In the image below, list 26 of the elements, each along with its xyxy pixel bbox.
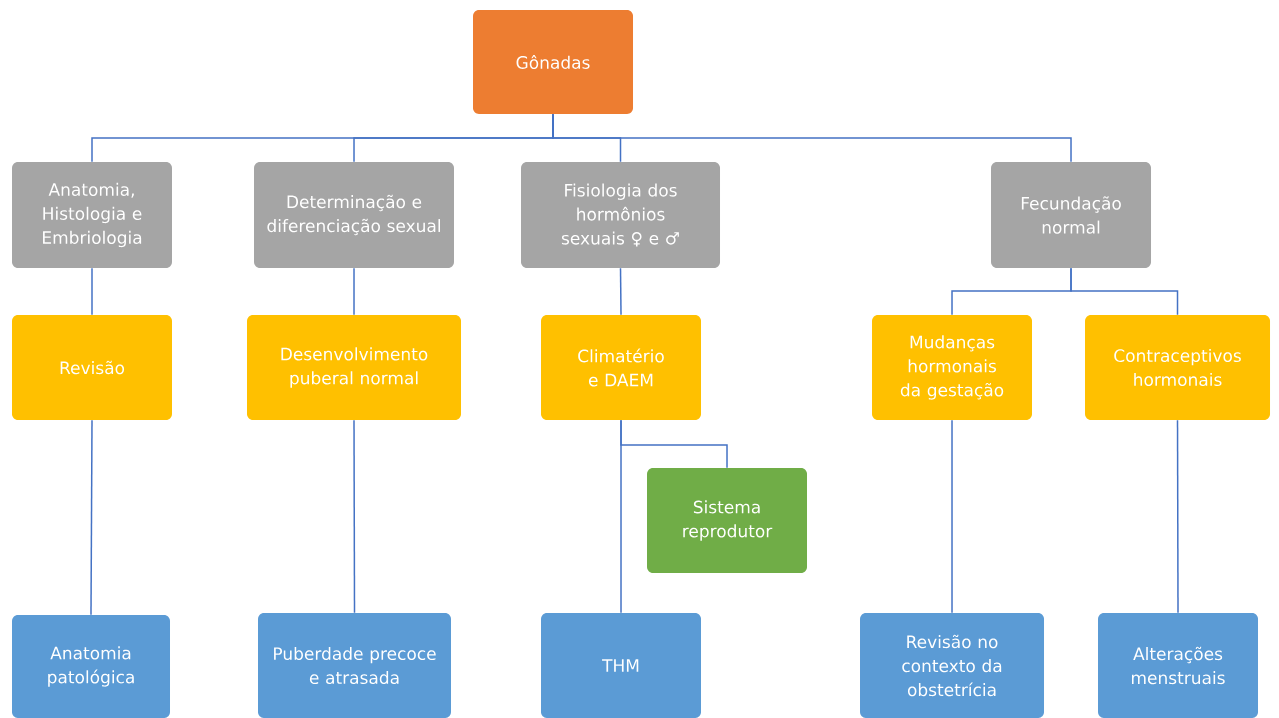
connector-line — [91, 267, 93, 316]
connector-line — [951, 419, 953, 614]
detail-box: Revisão no contexto da obstetrícia — [860, 613, 1044, 718]
connector-line — [620, 419, 622, 614]
branch-box: Sistema reprodutor — [647, 468, 807, 573]
connector-line — [619, 267, 622, 316]
subtopic-box: Climatério e DAEM — [541, 315, 701, 420]
connector-line — [1070, 267, 1179, 316]
topic-box: Determinação e diferenciação sexual — [254, 162, 454, 268]
subtopic-box: Revisão — [12, 315, 172, 420]
subtopic-box: Mudanças hormonais da gestação — [872, 315, 1032, 420]
subtopic-box: Desenvolvimento puberal normal — [247, 315, 461, 420]
connector-line — [353, 267, 355, 316]
root-box: Gônadas — [473, 10, 633, 114]
detail-box: Anatomia patológica — [12, 615, 170, 718]
detail-box: THM — [541, 613, 701, 718]
topic-box: Fecundação normal — [991, 162, 1151, 268]
connector-line — [353, 419, 356, 614]
topic-box: Anatomia, Histologia e Embriologia — [12, 162, 172, 268]
subtopic-box: Contraceptivos hormonais — [1085, 315, 1270, 420]
connector-line — [552, 113, 1072, 163]
detail-box: Alterações menstruais — [1098, 613, 1258, 718]
connector-line — [1176, 419, 1179, 614]
topic-box: Fisiologia dos hormônios sexuais ♀ e ♂ — [521, 162, 720, 268]
connector-line — [90, 419, 93, 616]
detail-box: Puberdade precoce e atrasada — [258, 613, 451, 718]
